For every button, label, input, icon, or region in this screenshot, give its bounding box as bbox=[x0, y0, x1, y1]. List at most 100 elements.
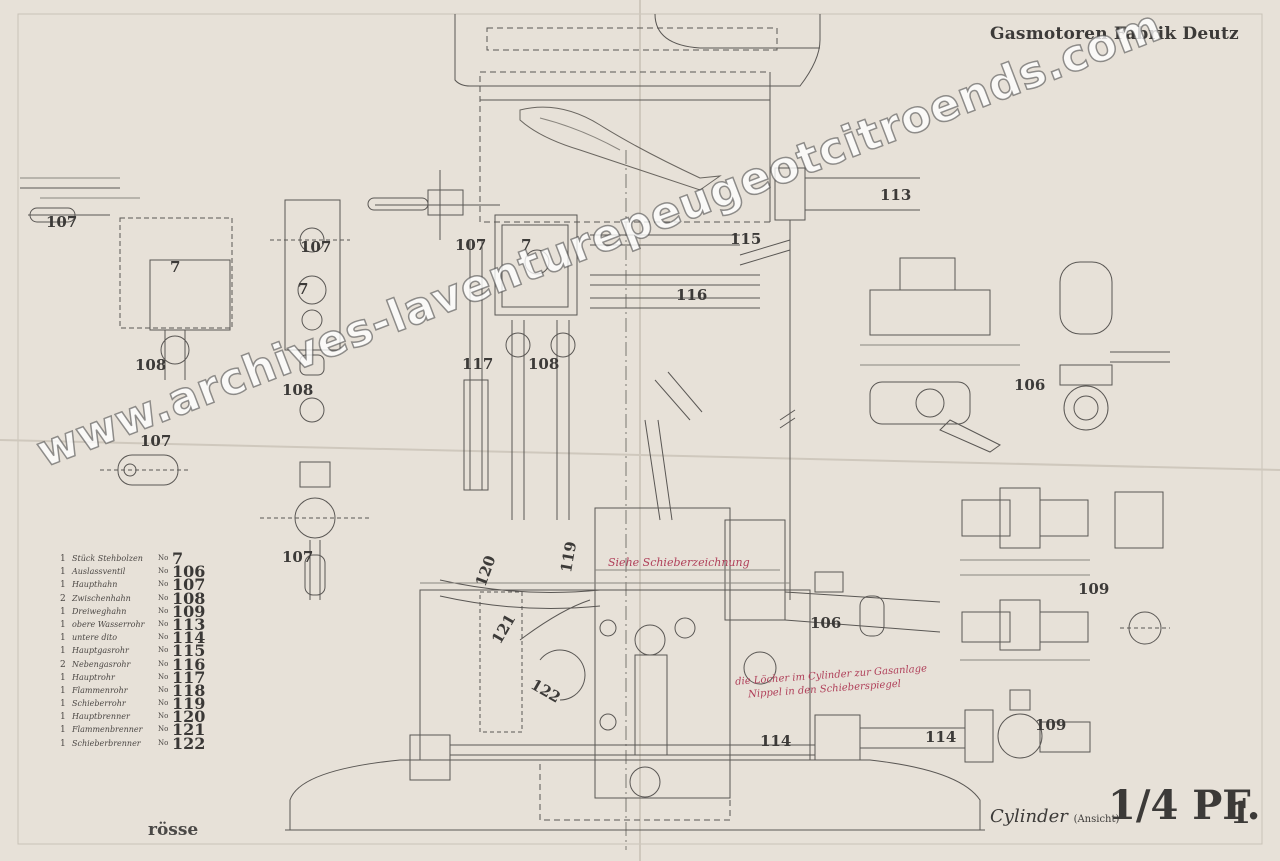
legend-part: 113 bbox=[172, 614, 206, 634]
power-rating: 1/4 PF. bbox=[1108, 782, 1261, 829]
legend-no: No bbox=[158, 554, 169, 562]
drawing-view: (Ansicht) bbox=[1073, 814, 1120, 825]
part-label-109: 109 bbox=[1035, 716, 1067, 734]
sheet-number: 1 bbox=[1230, 796, 1251, 831]
legend-name: untere dito bbox=[72, 633, 118, 643]
legend-part: 106 bbox=[172, 562, 206, 582]
legend-no: No bbox=[158, 633, 169, 642]
legend-part: 118 bbox=[172, 680, 206, 700]
legend-qty: 1 bbox=[60, 725, 66, 736]
legend-part: 116 bbox=[172, 654, 206, 674]
legend-part: 107 bbox=[172, 575, 206, 595]
legend-no: No bbox=[158, 580, 169, 589]
legend-qty: 2 bbox=[60, 593, 66, 604]
part-label-7: 7 bbox=[521, 236, 532, 254]
legend-name: Zwischenhahn bbox=[72, 593, 131, 603]
legend-part: 109 bbox=[172, 601, 206, 621]
part-label-108: 108 bbox=[282, 381, 314, 399]
legend-no: No bbox=[158, 699, 169, 708]
legend-qty: 1 bbox=[60, 567, 66, 578]
legend-part: 114 bbox=[172, 628, 206, 648]
legend-no: No bbox=[158, 725, 169, 734]
drawing-name: Cylinder (Ansicht) bbox=[990, 806, 1119, 827]
legend-name: Hauptrohr bbox=[72, 672, 115, 682]
legend-qty: 1 bbox=[60, 633, 66, 644]
legend-name: Nebengasrohr bbox=[72, 659, 131, 669]
part-label-107: 107 bbox=[282, 548, 314, 566]
legend-qty: 1 bbox=[60, 738, 66, 749]
legend-qty: 1 bbox=[60, 646, 66, 657]
part-label-107: 107 bbox=[46, 213, 78, 231]
legend-no: No bbox=[158, 593, 169, 602]
legend-qty: 1 bbox=[60, 606, 66, 617]
part-label-108: 108 bbox=[135, 356, 167, 374]
corner-text: rösse bbox=[148, 820, 199, 840]
part-label-108: 108 bbox=[528, 355, 560, 373]
part-label-7: 7 bbox=[298, 280, 309, 298]
red-annotation: Siehe Schieberzeichnung bbox=[608, 556, 750, 569]
part-label-114: 114 bbox=[925, 728, 957, 746]
part-label-117: 117 bbox=[462, 355, 494, 373]
legend-name: Dreiweghahn bbox=[72, 606, 127, 616]
legend-qty: 1 bbox=[60, 699, 66, 710]
legend-qty: 1 bbox=[60, 619, 66, 630]
legend-part: 122 bbox=[172, 733, 206, 753]
part-label-109: 109 bbox=[1078, 580, 1110, 598]
legend-name: Haupthahn bbox=[72, 580, 118, 590]
part-label-107: 107 bbox=[455, 236, 487, 254]
legend-no: No bbox=[158, 646, 169, 655]
legend-qty: 1 bbox=[60, 554, 66, 564]
company-title: Gasmotoren Fabrik Deutz bbox=[990, 24, 1239, 44]
legend-no: No bbox=[158, 738, 169, 747]
legend-name: obere Wasserrohr bbox=[72, 619, 145, 629]
part-label-107: 107 bbox=[140, 432, 172, 450]
legend-no: No bbox=[158, 685, 169, 694]
legend-part: 7 bbox=[172, 549, 184, 568]
legend-name: Hauptbrenner bbox=[72, 712, 130, 722]
part-label-114: 114 bbox=[760, 732, 792, 750]
part-label-106: 106 bbox=[810, 614, 842, 632]
legend-no: No bbox=[158, 712, 169, 721]
legend-no: No bbox=[158, 606, 169, 615]
part-label-107: 107 bbox=[300, 238, 332, 256]
legend-name: Hauptgasrohr bbox=[72, 646, 129, 656]
legend-name: Stück Stehbolzen bbox=[72, 554, 143, 563]
legend-qty: 1 bbox=[60, 672, 66, 683]
drawing-name-text: Cylinder bbox=[990, 806, 1068, 827]
legend-part: 121 bbox=[172, 720, 206, 740]
legend-part: 119 bbox=[172, 694, 206, 714]
part-label-113: 113 bbox=[880, 186, 912, 204]
legend-part: 115 bbox=[172, 641, 206, 661]
legend-name: Schieberbrenner bbox=[72, 738, 141, 748]
legend-qty: 1 bbox=[60, 685, 66, 696]
legend-part: 117 bbox=[172, 667, 206, 687]
legend-no: No bbox=[158, 659, 169, 668]
legend-name: Flammenbrenner bbox=[72, 725, 143, 735]
legend-part: 120 bbox=[172, 707, 206, 727]
legend-no: No bbox=[158, 619, 169, 628]
legend-name: Auslassventil bbox=[72, 567, 126, 577]
part-label-7: 7 bbox=[170, 258, 181, 276]
legend-name: Flammenrohr bbox=[72, 685, 128, 695]
part-label-115: 115 bbox=[730, 230, 762, 248]
legend-name: Schieberrohr bbox=[72, 699, 126, 709]
legend-no: No bbox=[158, 567, 169, 576]
